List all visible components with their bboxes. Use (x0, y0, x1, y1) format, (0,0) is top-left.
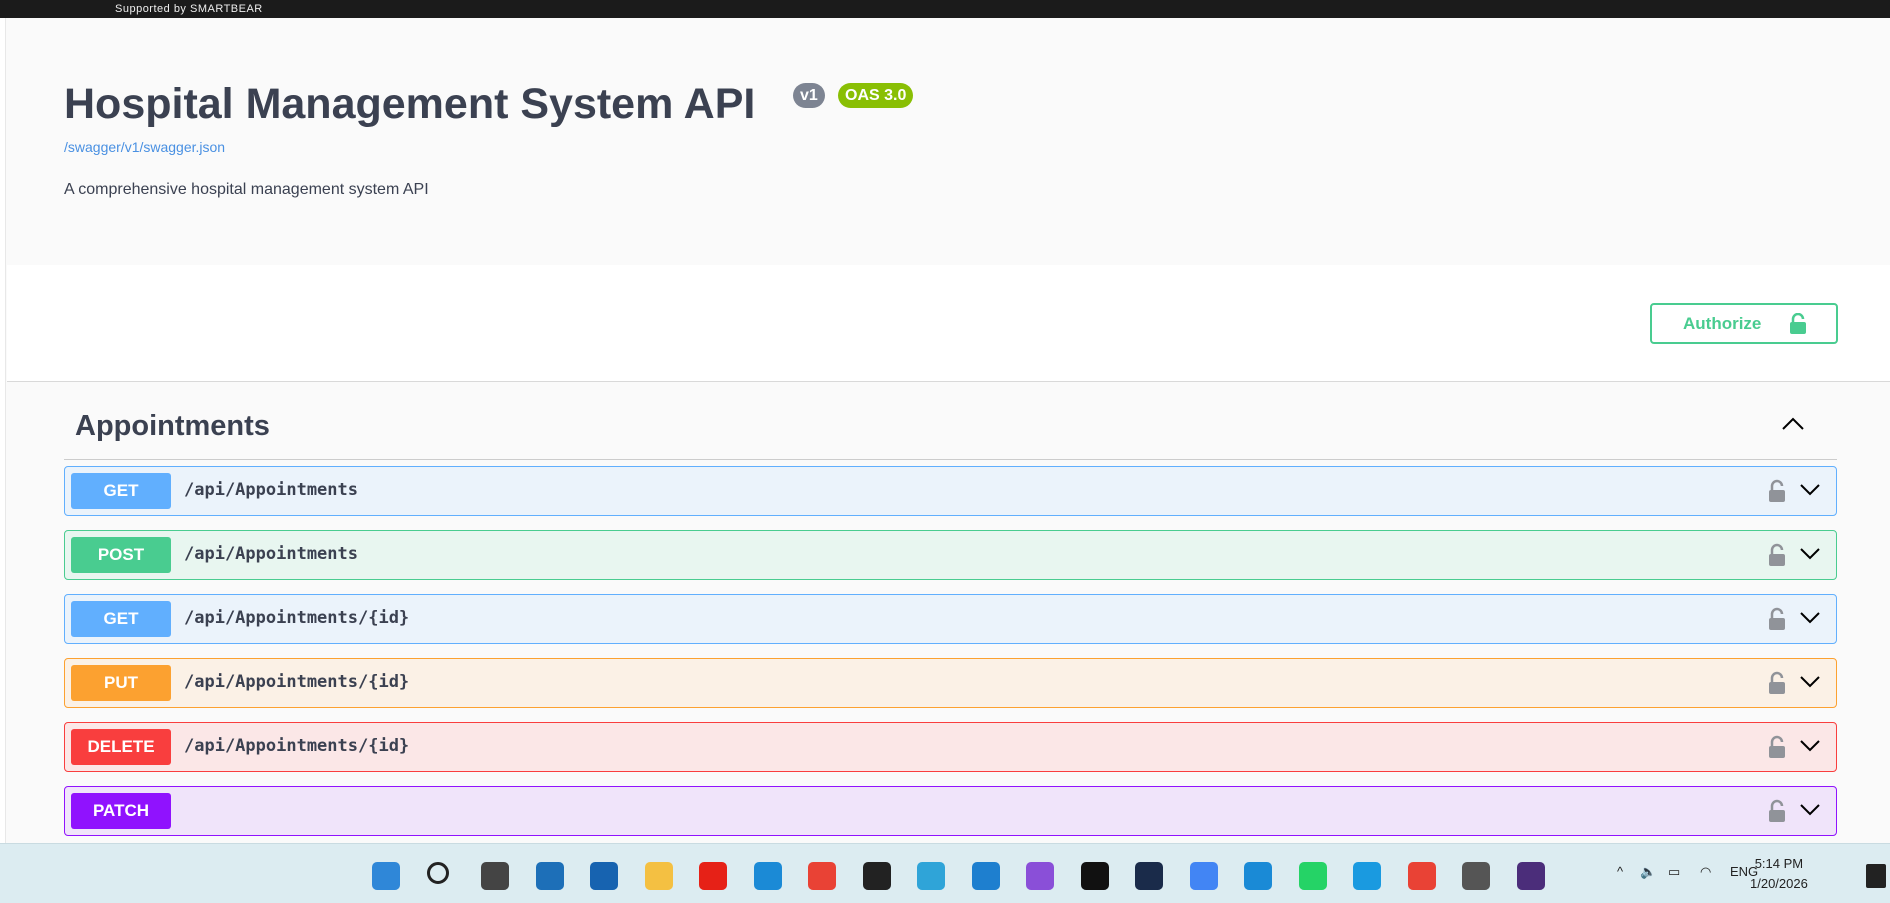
notion-icon[interactable] (1080, 862, 1109, 890)
operation-path: /api/Appointments (184, 480, 358, 500)
lock-icon[interactable] (1768, 543, 1786, 567)
task-view-icon[interactable] (481, 862, 509, 890)
language-indicator[interactable]: ENG (1730, 864, 1759, 879)
method-badge: PUT (71, 665, 171, 701)
version-badge: v1 (793, 83, 825, 108)
widgets-icon[interactable] (535, 862, 564, 890)
chrome-profile-icon[interactable] (1407, 862, 1436, 890)
lock-icon[interactable] (1768, 479, 1786, 503)
vscode-icon[interactable] (971, 862, 1000, 890)
google-cloud-icon[interactable] (1189, 862, 1218, 890)
authorize-label: Authorize (1683, 314, 1762, 333)
windows-start-icon[interactable] (372, 862, 400, 890)
chevron-down-icon[interactable] (1799, 611, 1821, 625)
chevron-down-icon[interactable] (1799, 547, 1821, 561)
lock-icon[interactable] (1768, 607, 1786, 631)
divider (64, 459, 1837, 460)
volume-icon[interactable]: 🔈 (1640, 864, 1657, 879)
chevron-down-icon[interactable] (1799, 675, 1821, 689)
android-studio-icon[interactable] (1135, 862, 1163, 890)
spec-link[interactable]: /swagger/v1/swagger.json (64, 139, 226, 155)
operation-path: /api/Appointments (184, 544, 358, 564)
github-icon[interactable] (862, 862, 891, 890)
method-badge: GET (71, 473, 171, 509)
youtube-icon[interactable] (699, 862, 727, 890)
method-badge: PATCH (71, 793, 171, 829)
store-icon[interactable] (590, 862, 618, 890)
terminal-icon[interactable] (1516, 862, 1545, 890)
mail-icon[interactable] (1353, 862, 1381, 890)
lock-icon[interactable] (1768, 799, 1786, 823)
api-title: Hospital Management System API (64, 80, 756, 128)
scheme-container (7, 265, 1890, 382)
clock[interactable]: 5:14 PM 1/20/2026 (1750, 854, 1808, 894)
chatgpt-icon[interactable] (1462, 862, 1490, 890)
show-hidden-icons[interactable]: ^ (1617, 864, 1624, 879)
method-badge: GET (71, 601, 171, 637)
chevron-up-icon[interactable] (1781, 416, 1805, 432)
operation-path: /api/Appointments/{id} (184, 672, 410, 692)
oas-badge: OAS 3.0 (838, 83, 914, 108)
search-icon[interactable] (426, 862, 449, 884)
windows-taskbar: ^ 🔈 ▭ ◠ ENG 5:14 PM 1/20/2026 (0, 843, 1890, 903)
api-description: A comprehensive hospital management syst… (64, 181, 429, 198)
unlock-icon (1790, 313, 1806, 334)
visual-studio-icon[interactable] (1026, 862, 1054, 890)
swagger-topbar: Supported by SMARTBEAR (0, 0, 1890, 18)
authorize-button[interactable]: Authorize (1650, 303, 1838, 344)
copilot-icon[interactable] (917, 862, 945, 890)
chrome-icon[interactable] (808, 862, 836, 890)
bird-app-icon[interactable] (1244, 862, 1272, 890)
operation-get[interactable]: GET /api/Appointments (64, 466, 1837, 516)
file-explorer-icon[interactable] (644, 862, 673, 890)
date: 1/20/2026 (1750, 876, 1808, 891)
notification-icon[interactable] (1866, 864, 1886, 888)
operation-get[interactable]: GET /api/Appointments/{id} (64, 594, 1837, 644)
supported-by: Supported by SMARTBEAR (115, 3, 263, 15)
operation-path: /api/Appointments/{id} (184, 608, 410, 628)
wifi-icon[interactable]: ◠ (1700, 864, 1712, 879)
method-badge: POST (71, 537, 171, 573)
lock-icon[interactable] (1768, 671, 1786, 695)
chevron-down-icon[interactable] (1799, 483, 1821, 497)
tag-header-appointments[interactable]: Appointments (75, 410, 270, 442)
lock-icon[interactable] (1768, 735, 1786, 759)
operation-delete[interactable]: DELETE /api/Appointments/{id} (64, 722, 1837, 772)
operation-post[interactable]: POST /api/Appointments (64, 530, 1837, 580)
time: 5:14 PM (1754, 856, 1804, 871)
method-badge: DELETE (71, 729, 171, 765)
operation-put[interactable]: PUT /api/Appointments/{id} (64, 658, 1837, 708)
edge-icon[interactable] (753, 862, 782, 890)
chevron-down-icon[interactable] (1799, 803, 1821, 817)
operation-path: /api/Appointments/{id} (184, 736, 410, 756)
info-section (7, 18, 1890, 265)
chevron-down-icon[interactable] (1799, 739, 1821, 753)
whatsapp-icon[interactable] (1298, 862, 1327, 890)
battery-icon[interactable]: ▭ (1668, 864, 1681, 879)
operation-patch[interactable]: PATCH (64, 786, 1837, 836)
left-edge (0, 18, 6, 843)
